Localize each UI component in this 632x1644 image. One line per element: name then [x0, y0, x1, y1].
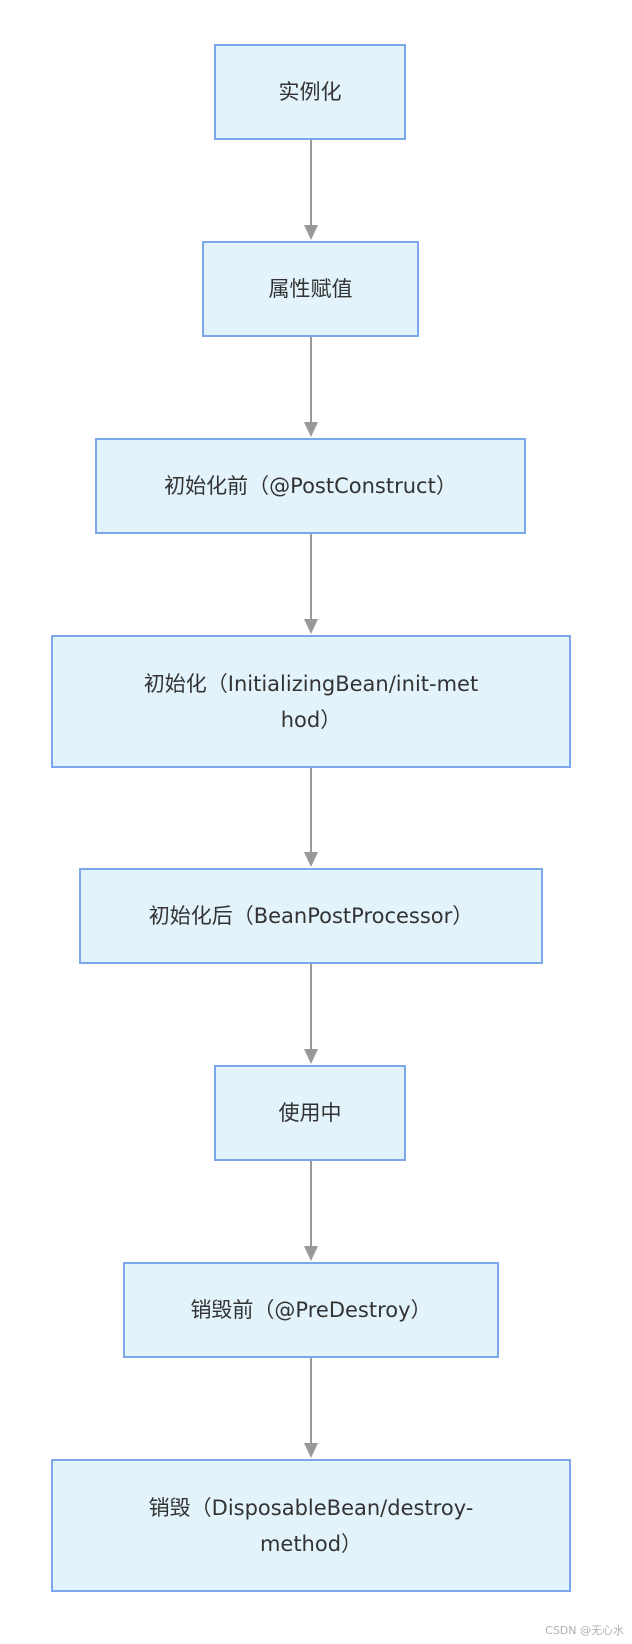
arrowhead-n3-n4 [304, 619, 318, 634]
node-property-assignment: 属性赋值 [202, 241, 419, 337]
node-after-init-label: 初始化后（BeanPostProcessor） [148, 904, 474, 928]
arrowhead-n2-n3 [304, 422, 318, 437]
arrowhead-n1-n2 [304, 225, 318, 240]
arrowhead-n5-n6 [304, 1049, 318, 1064]
node-destroy-label: 销毁（DisposableBean/destroy-method） [148, 1495, 474, 1556]
arrowhead-n7-n8 [304, 1443, 318, 1458]
node-instantiate-label: 实例化 [278, 80, 342, 104]
node-before-destroy: 销毁前（@PreDestroy） [123, 1262, 499, 1358]
node-property-assignment-label: 属性赋值 [268, 277, 353, 301]
arrowhead-n4-n5 [304, 852, 318, 867]
node-instantiate: 实例化 [214, 44, 406, 140]
node-before-init-label: 初始化前（@PostConstruct） [164, 474, 457, 498]
node-before-destroy-label: 销毁前（@PreDestroy） [190, 1298, 432, 1322]
node-init-label: 初始化（InitializingBean/init-method） [143, 671, 479, 732]
node-in-use-label: 使用中 [278, 1101, 342, 1125]
node-init: 初始化（InitializingBean/init-method） [51, 635, 571, 768]
arrowhead-n6-n7 [304, 1246, 318, 1261]
node-in-use: 使用中 [214, 1065, 406, 1161]
node-destroy: 销毁（DisposableBean/destroy-method） [51, 1459, 571, 1592]
watermark: CSDN @无心水 [545, 1624, 624, 1637]
node-before-init: 初始化前（@PostConstruct） [95, 438, 526, 534]
node-after-init: 初始化后（BeanPostProcessor） [79, 868, 543, 964]
